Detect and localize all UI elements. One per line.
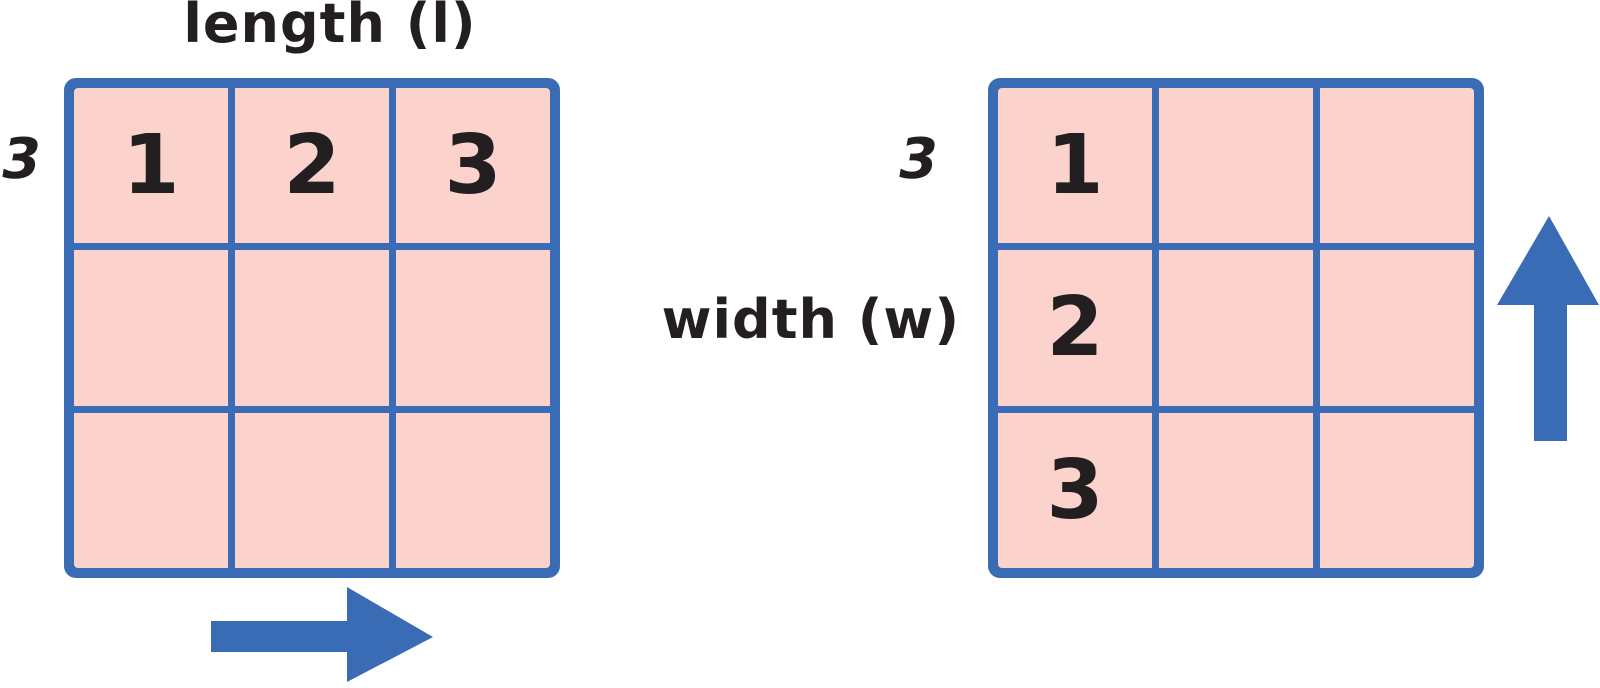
cell-number: 3 (1046, 442, 1104, 538)
grid-cell (396, 250, 550, 406)
left-grid-side-count-label: 3 (0, 127, 47, 192)
grid-cell (1320, 88, 1474, 244)
grid-cell: 1 (74, 88, 228, 244)
width-label: width (w) (661, 288, 960, 351)
cell-number: 3 (444, 118, 502, 214)
grid-cell (74, 412, 228, 568)
grid-cell: 3 (998, 412, 1152, 568)
grid-cell: 2 (998, 250, 1152, 406)
grid-cell (396, 412, 550, 568)
grid-cell (1159, 412, 1313, 568)
right-grid-side-count-label: 3 (892, 127, 944, 192)
up-arrow-icon (1497, 216, 1599, 441)
grid-cell (74, 250, 228, 406)
grid-cell: 2 (235, 88, 389, 244)
grid-cell (1320, 412, 1474, 568)
left-grid: 1 2 3 (64, 78, 560, 578)
grid-cell (235, 250, 389, 406)
right-grid: 1 2 3 (988, 78, 1484, 578)
grid-cell: 3 (396, 88, 550, 244)
grid-cell (1320, 250, 1474, 406)
cell-number: 2 (283, 118, 341, 214)
right-arrow-icon (211, 587, 433, 682)
length-label: length (l) (183, 0, 477, 55)
grid-cell: 1 (998, 88, 1152, 244)
grid-cell (1159, 250, 1313, 406)
grid-cell (235, 412, 389, 568)
grid-cell (1159, 88, 1313, 244)
cell-number: 2 (1046, 280, 1104, 376)
cell-number: 1 (122, 118, 180, 214)
cell-number: 1 (1046, 118, 1104, 214)
